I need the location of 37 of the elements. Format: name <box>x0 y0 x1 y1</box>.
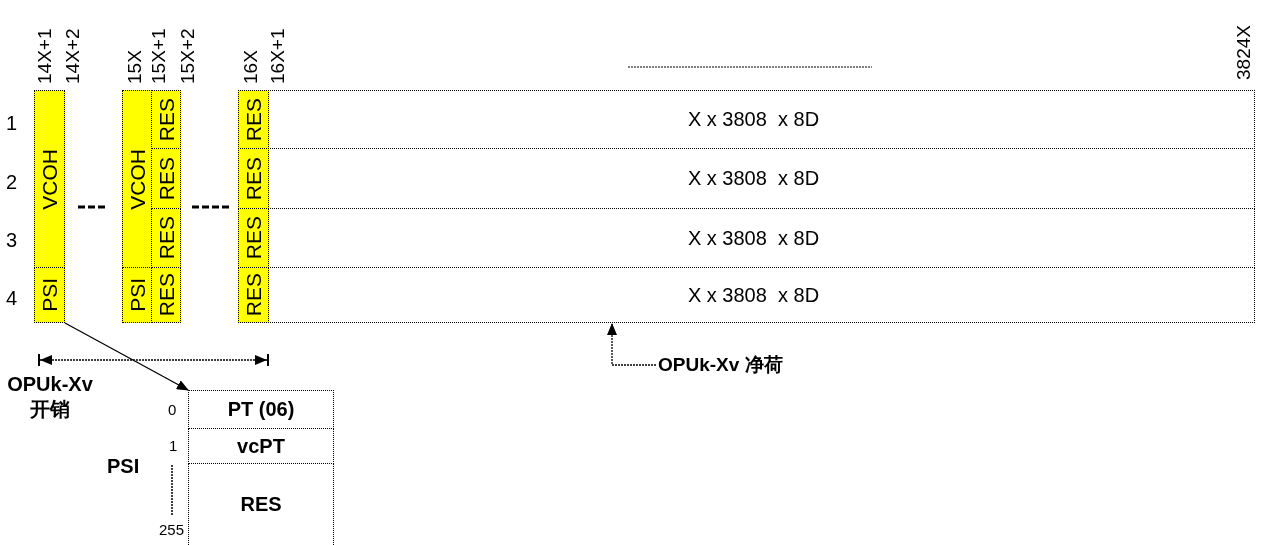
field-cell: PSI <box>34 267 65 323</box>
arrow <box>64 322 189 391</box>
column-number: 15X <box>125 49 144 84</box>
field-cell: RES <box>238 148 269 209</box>
row-number: 4 <box>6 287 18 310</box>
field-cell: RES <box>238 208 269 268</box>
row-number: 2 <box>6 171 18 194</box>
row-number: 1 <box>6 112 18 135</box>
table-row: PT (06) <box>188 390 334 429</box>
payload-label: OPUk-Xv 净荷 <box>658 352 783 378</box>
payload-row: X x 3808 x 8D <box>268 90 1255 149</box>
table-row: vcPT <box>188 428 334 464</box>
byte-number: 0 <box>168 401 177 418</box>
byte-number: 255 <box>159 521 185 538</box>
column-number: 15X+2 <box>178 27 197 84</box>
field-cell: RES <box>238 90 269 149</box>
field-cell: VCOH <box>34 90 65 268</box>
payload-row: X x 3808 x 8D <box>268 267 1255 323</box>
field-cell: RES <box>151 148 181 209</box>
psi-label: PSI <box>107 455 140 478</box>
row-number: 3 <box>6 229 18 252</box>
column-number: 14X+2 <box>63 27 82 84</box>
field-cell: RES <box>151 208 181 268</box>
column-number: 15X+1 <box>149 27 168 84</box>
field-cell: RES <box>238 267 269 323</box>
column-number: 16X <box>241 49 260 84</box>
table-row: RES <box>188 463 334 545</box>
field-cell: RES <box>151 267 181 323</box>
leader-line <box>607 323 657 366</box>
column-number: 3824X <box>1234 24 1253 80</box>
field-cell: PSI <box>122 267 152 323</box>
column-number: 14X+1 <box>35 27 54 84</box>
field-cell: VCOH <box>122 90 152 268</box>
overhead-label: OPUk-Xv 开销 <box>6 372 94 422</box>
column-number: 16X+1 <box>268 27 287 84</box>
field-cell: RES <box>151 90 181 149</box>
byte-number: 1 <box>169 437 178 454</box>
